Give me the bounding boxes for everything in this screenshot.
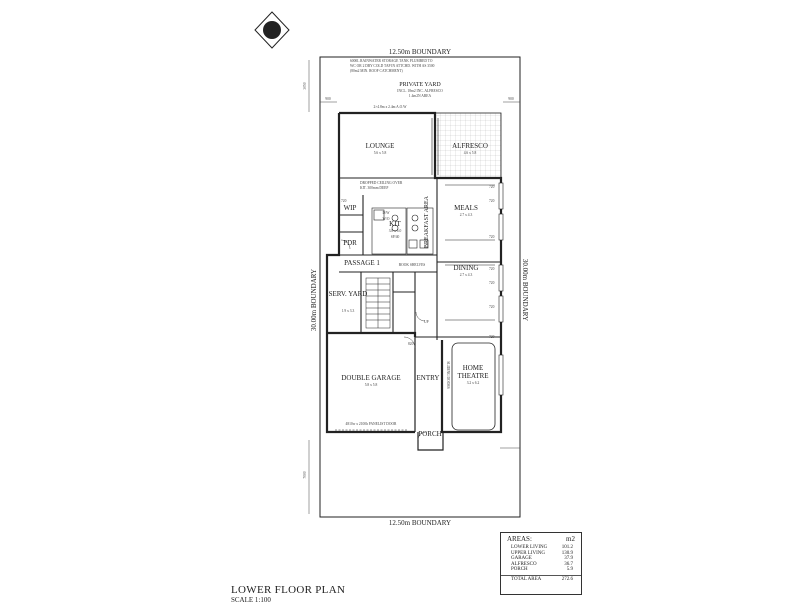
double-garage-label: DOUBLE GARAGE: [341, 374, 400, 382]
door-820-dim: 820: [408, 342, 414, 346]
serv-yard-label: SERV. YARD: [329, 290, 368, 298]
areas-row-label: GARAGE: [511, 556, 532, 562]
areas-row-value: 37.9: [564, 556, 573, 562]
dw-label: D/W: [383, 211, 391, 215]
areas-row-label: ALFRESCO: [511, 561, 537, 567]
right-boundary-label: 30.00m BOUNDARY: [521, 259, 529, 321]
private-yard-label: PRIVATE YARD: [399, 82, 441, 88]
tag-720d: 720: [489, 267, 495, 271]
alfresco-dim: 4.6 x 5.8: [464, 151, 477, 155]
rainwater-note-3: (80m2 MIN. ROOF CATCHMENT): [350, 69, 404, 73]
meals-label: MEALS: [454, 204, 478, 212]
alfresco-label: ALFRESCO: [452, 142, 488, 150]
tag-720a: 720: [489, 185, 495, 189]
side-left-dim: 900: [325, 97, 331, 101]
tag-720e: 720: [489, 281, 495, 285]
pdr-label: PDR: [343, 239, 357, 247]
home-theatre-outline: [451, 342, 496, 431]
areas-row-value: 5.9: [566, 567, 573, 573]
areas-row-label: LOWER LIVING: [511, 545, 548, 550]
lounge-dim: 5.6 x 5.8: [374, 151, 387, 155]
serv-yard-dim: 1.9 x 3.3: [342, 309, 355, 313]
home-theatre-line1: HOME: [463, 364, 484, 372]
areas-row-label: PORCH: [511, 567, 528, 573]
wip-label: WIP: [344, 204, 357, 212]
entry-label: ENTRY: [417, 374, 440, 382]
tag-720b: 720: [489, 199, 495, 203]
site-boundary: [319, 56, 521, 518]
up-label: UP: [424, 320, 429, 324]
lounge-label: LOUNGE: [366, 142, 395, 150]
areas-row: LOWER LIVING 101.2: [501, 545, 581, 551]
bottom-boundary-label: 12.50m BOUNDARY: [389, 519, 451, 527]
areas-total-value: 272.6: [561, 576, 573, 582]
areas-row: PORCH 5.9: [501, 567, 581, 573]
dining-dim: 2.7 x 4.3: [460, 273, 473, 277]
meals-dim: 2.7 x 4.3: [460, 213, 473, 217]
double-garage-dim: 5.8 x 5.8: [365, 383, 378, 387]
areas-header: AREAS:: [507, 535, 532, 543]
sliding-doors-label: SLIDING DOORS: [446, 361, 450, 388]
home-theatre-line2: THEATRE: [457, 372, 488, 380]
dropped-ceiling-2: KIT. 300mm DEEP: [360, 186, 388, 190]
areas-row-value: 130.9: [561, 550, 573, 556]
private-yard-sub1: INCL. 18m2 INC. ALFRESCO: [397, 89, 443, 93]
width-label: 2×4.8m x 2.4m A.O.W: [373, 105, 407, 109]
rainwater-note-2: WC OR 2 DRY COLD TAP IN ATTCHD. WITH AS …: [350, 64, 435, 68]
breakfast-label: BREAKFAST AREA: [424, 195, 430, 248]
passage-label: PASSAGE 1: [344, 259, 380, 267]
tag-720g: 720: [489, 335, 495, 339]
porch-label: PORCH: [418, 430, 441, 438]
left-boundary-label: 30.00m BOUNDARY: [310, 269, 318, 331]
kit-label: KIT: [389, 220, 401, 228]
plan-scale: SCALE 1:100: [231, 596, 271, 604]
top-boundary-label: 12.50m BOUNDARY: [389, 48, 451, 56]
rainwater-note-1: 6000L RAINWATER STORAGE TANK PLUMBED TO: [350, 59, 433, 63]
alfresco-tiles: [434, 112, 502, 179]
areas-row-value: 101.2: [561, 545, 573, 550]
areas-row-label: UPPER LIVING: [511, 550, 546, 556]
areas-row-value: 36.7: [564, 561, 573, 567]
north-arrow-icon: NORTH: [254, 11, 290, 49]
areas-total-label: TOTAL AREA: [511, 576, 542, 582]
bookshelves-label: BOOK SHELVES: [399, 263, 426, 267]
dropped-ceiling-1: DROPPED CEILING OVER: [360, 181, 403, 185]
dining-label: DINING: [454, 264, 479, 272]
areas-unit: m2: [566, 535, 575, 543]
areas-row: GARAGE 37.9: [501, 556, 581, 562]
areas-row: ALFRESCO 36.7: [501, 562, 581, 568]
garage-door-label: 4810w x 2100h PANELIST DOOR: [346, 422, 398, 426]
setback-top-dim: 3050: [303, 82, 307, 89]
side-right-dim: 900: [508, 97, 514, 101]
plan-title: LOWER FLOOR PLAN: [231, 584, 346, 596]
areas-row: UPPER LIVING 130.9: [501, 551, 581, 557]
areas-table: AREAS: m2 LOWER LIVING 101.2 UPPER LIVIN…: [500, 532, 582, 595]
tag-720c: 720: [489, 235, 495, 239]
wo-label: W/O: [383, 217, 390, 221]
kit-dim: 3.8 x 6.0: [389, 229, 402, 233]
areas-total-row: TOTAL AREA 272.6: [501, 574, 581, 583]
door-720-dim: 720: [341, 199, 347, 203]
sp-label: SP/40: [391, 235, 400, 239]
setback-bottom-dim: 7000: [303, 471, 307, 478]
tag-720f: 720: [489, 305, 495, 309]
home-theatre-dim: 3.2 x 6.2: [467, 381, 480, 385]
private-yard-sub2: 1.4m2N AREA: [409, 94, 432, 98]
